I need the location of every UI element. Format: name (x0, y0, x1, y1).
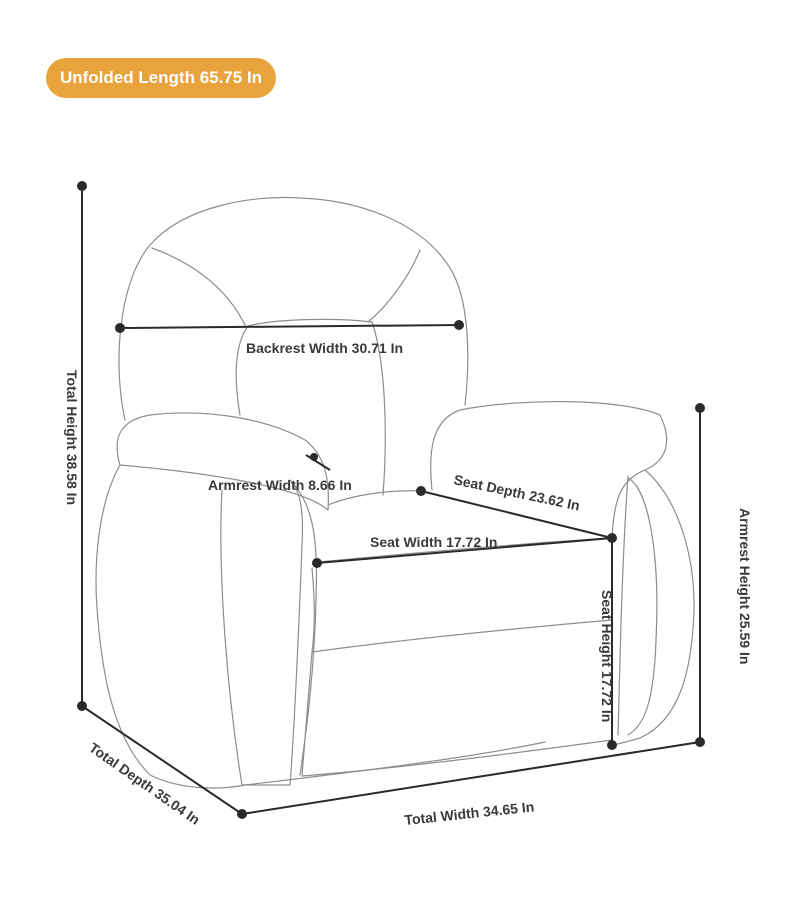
backrest-width-right-dot (454, 320, 464, 330)
seat-height-label: Seat Height 17.72 In (599, 590, 615, 722)
seat-front-lower (301, 651, 613, 777)
seat-depth-back-dot (416, 486, 426, 496)
seat-front-upper (311, 567, 613, 653)
chair-base (244, 741, 546, 786)
backrest-seam-left (151, 247, 246, 326)
seat-width-left-dot (312, 558, 322, 568)
left-armrest-body (95, 464, 246, 789)
armrest-width-label: Armrest Width 8.66 In (208, 477, 352, 493)
armrest-width-line (305, 454, 331, 471)
left-armrest-pad (116, 412, 329, 511)
armrest-height-top-dot (695, 403, 705, 413)
total-depth-label: Total Depth 35.04 In (86, 739, 203, 827)
right-armrest-panel (627, 477, 658, 736)
total-height-label: Total Height 38.58 In (64, 370, 80, 505)
unfolded-length-badge: Unfolded Length 65.75 In (46, 58, 276, 98)
backrest-outline (118, 196, 469, 421)
total-width-line (241, 741, 701, 815)
seat-width-label: Seat Width 17.72 In (370, 534, 497, 550)
right-armrest-inner (617, 475, 629, 736)
right-armrest-side (613, 469, 695, 746)
seat-depth-label: Seat Depth 23.62 In (452, 471, 581, 513)
armrest-height-label: Armrest Height 25.59 In (737, 508, 753, 664)
seat-width-line (316, 537, 613, 564)
right-armrest-pad (430, 400, 668, 539)
backrest-width-left-dot (115, 323, 125, 333)
back-cushion-outline (235, 318, 386, 496)
seat-height-bottom-dot (607, 740, 617, 750)
armrest-width-dot (310, 453, 318, 461)
dimension-lines (77, 181, 705, 819)
total-depth-line (81, 705, 243, 815)
left-armrest-front (220, 479, 304, 786)
backrest-seam-right (367, 249, 421, 323)
total-height-top-dot (77, 181, 87, 191)
total-width-label: Total Width 34.65 In (404, 798, 535, 828)
seat-depth-line (420, 490, 613, 539)
backrest-width-label: Backrest Width 30.71 In (246, 340, 403, 356)
backrest-width-line (119, 324, 460, 329)
